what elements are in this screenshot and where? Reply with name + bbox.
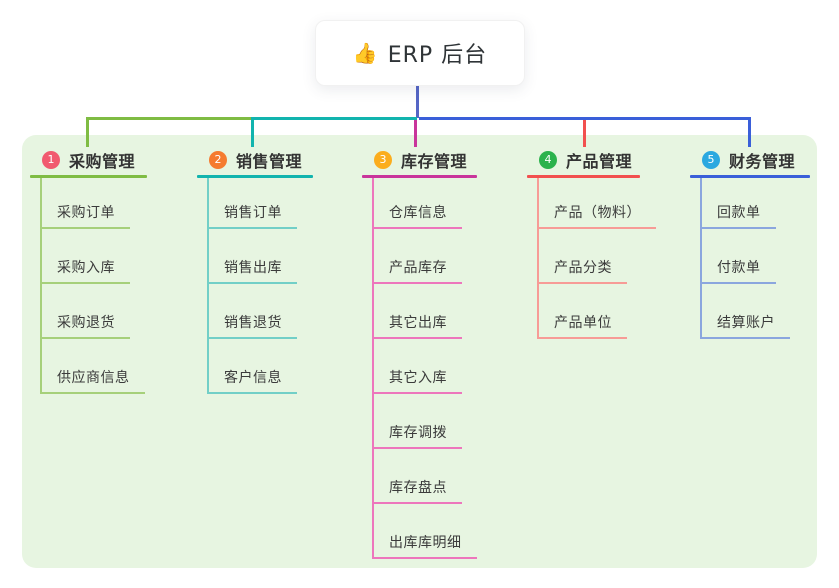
child-item-supplier-info[interactable]: 供应商信息: [40, 339, 145, 394]
connector-root-stem: [416, 84, 419, 118]
connector-drop-finance: [748, 117, 751, 147]
branch-inventory: 3 库存管理 仓库信息 产品库存 其它出库 其它入库 库存调拨 库存盘点 出库库…: [362, 148, 477, 559]
child-item-product-unit[interactable]: 产品单位: [537, 284, 627, 339]
branch-underline: [30, 175, 147, 178]
branch-title-inventory[interactable]: 3 库存管理: [362, 148, 477, 172]
branch-underline: [362, 175, 477, 178]
child-item-purchase-inbound[interactable]: 采购入库: [40, 229, 130, 284]
branch-children: 采购订单 采购入库 采购退货 供应商信息: [40, 174, 145, 394]
branch-label: 销售管理: [236, 152, 303, 171]
connector-bus-green: [86, 117, 253, 120]
branch-label: 产品管理: [566, 152, 633, 171]
root-node[interactable]: 👍 ERP 后台: [315, 20, 525, 86]
child-item-payment-voucher[interactable]: 付款单: [700, 229, 776, 284]
child-item-receipt-voucher[interactable]: 回款单: [700, 174, 776, 229]
thumbs-up-icon: 👍: [352, 41, 378, 65]
branch-children: 销售订单 销售出库 销售退货 客户信息: [207, 174, 297, 394]
child-item-sales-outbound[interactable]: 销售出库: [207, 229, 297, 284]
connector-drop-inventory: [414, 120, 417, 147]
branch-spine: [207, 178, 209, 394]
branch-product: 4 产品管理 产品（物料） 产品分类 产品单位: [527, 148, 656, 339]
child-item-inout-detail[interactable]: 出库库明细: [372, 504, 477, 559]
child-item-customer-info[interactable]: 客户信息: [207, 339, 297, 394]
branch-title-product[interactable]: 4 产品管理: [527, 148, 640, 172]
branch-finance: 5 财务管理 回款单 付款单 结算账户: [690, 148, 810, 339]
branch-procurement: 1 采购管理 采购订单 采购入库 采购退货 供应商信息: [30, 148, 147, 394]
branch-underline: [197, 175, 313, 178]
connector-drop-product: [583, 120, 586, 147]
branch-spine: [372, 178, 374, 559]
branch-spine: [700, 178, 702, 339]
connector-bus-blue: [419, 117, 751, 120]
child-item-other-inbound[interactable]: 其它入库: [372, 339, 462, 394]
child-item-other-outbound[interactable]: 其它出库: [372, 284, 462, 339]
branch-children: 回款单 付款单 结算账户: [700, 174, 790, 339]
child-item-purchase-return[interactable]: 采购退货: [40, 284, 130, 339]
child-item-settlement-account[interactable]: 结算账户: [700, 284, 790, 339]
connector-drop-procurement: [86, 117, 89, 147]
child-item-purchase-order[interactable]: 采购订单: [40, 174, 130, 229]
child-item-stock-transfer[interactable]: 库存调拨: [372, 394, 462, 449]
branches-panel: [22, 135, 817, 568]
branch-label: 库存管理: [401, 152, 468, 171]
child-item-warehouse-info[interactable]: 仓库信息: [372, 174, 462, 229]
branch-label: 财务管理: [729, 152, 796, 171]
branch-spine: [537, 178, 539, 339]
branch-label: 采购管理: [69, 152, 136, 171]
branch-children: 产品（物料） 产品分类 产品单位: [537, 174, 656, 339]
branch-title-procurement[interactable]: 1 采购管理: [30, 148, 147, 172]
connector-bus-teal: [253, 117, 417, 120]
badge-5: 5: [702, 151, 720, 169]
branch-title-sales[interactable]: 2 销售管理: [197, 148, 313, 172]
branch-underline: [690, 175, 810, 178]
badge-2: 2: [209, 151, 227, 169]
child-item-sales-return[interactable]: 销售退货: [207, 284, 297, 339]
badge-1: 1: [42, 151, 60, 169]
branch-spine: [40, 178, 42, 394]
branch-sales: 2 销售管理 销售订单 销售出库 销售退货 客户信息: [197, 148, 313, 394]
root-title: ERP 后台: [387, 43, 488, 68]
child-item-product-category[interactable]: 产品分类: [537, 229, 627, 284]
branch-underline: [527, 175, 640, 178]
badge-3: 3: [374, 151, 392, 169]
connector-drop-sales: [251, 117, 254, 147]
child-item-product-stock[interactable]: 产品库存: [372, 229, 462, 284]
child-item-stock-taking[interactable]: 库存盘点: [372, 449, 462, 504]
branch-children: 仓库信息 产品库存 其它出库 其它入库 库存调拨 库存盘点 出库库明细: [372, 174, 477, 559]
child-item-product-material[interactable]: 产品（物料）: [537, 174, 656, 229]
child-item-sales-order[interactable]: 销售订单: [207, 174, 297, 229]
branch-title-finance[interactable]: 5 财务管理: [690, 148, 810, 172]
badge-4: 4: [539, 151, 557, 169]
